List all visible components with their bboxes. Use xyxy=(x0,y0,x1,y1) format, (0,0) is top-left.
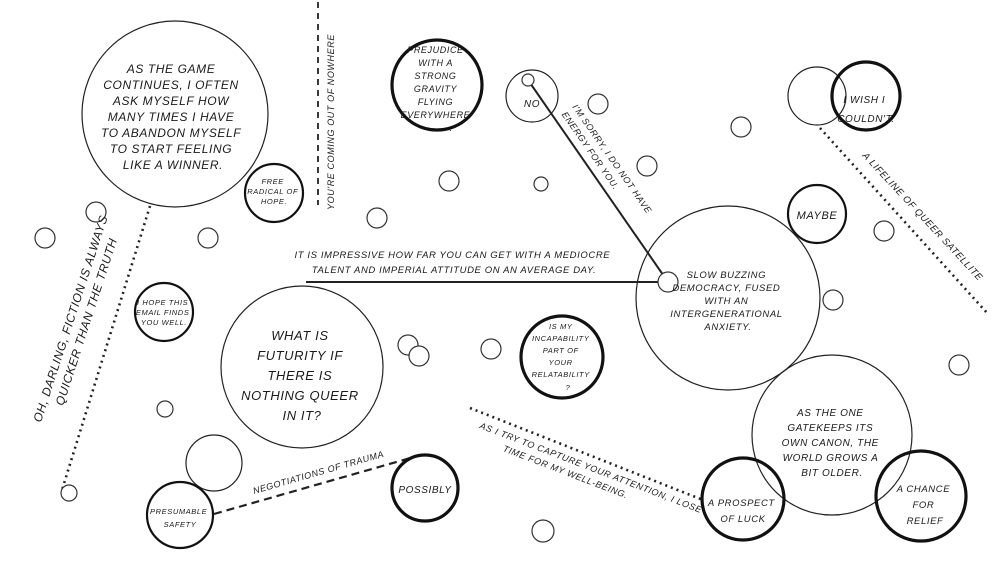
bubble-incapability xyxy=(519,314,605,400)
text-satellite: A LIFELINE OF QUEER SATELLITE xyxy=(859,150,985,284)
bubble-small xyxy=(531,519,555,543)
text-attention: AS I TRY TO CAPTURE YOUR ATTENTION, I LO… xyxy=(473,420,707,528)
bubble-futurity xyxy=(220,285,384,449)
bubble-small xyxy=(60,484,78,502)
trauma-dashed-line xyxy=(213,455,415,516)
bubble-possibly xyxy=(390,453,460,523)
bubble-small xyxy=(438,170,460,192)
bubble-small xyxy=(34,227,56,249)
text-futurity: WHAT IS FUTURITY IF THERE IS NOTHING QUE… xyxy=(241,328,363,423)
text-prejudice: PREJUDICE WITH A STRONG GRAVITY FLYING E… xyxy=(401,45,474,133)
text-wish: I WISH I COULDN'T. xyxy=(837,95,895,125)
text-maybe: MAYBE xyxy=(797,210,838,222)
bubble-small xyxy=(85,201,107,223)
bubble-prejudice xyxy=(390,38,484,132)
bubble-safety xyxy=(145,480,215,550)
bubble-small xyxy=(156,400,174,418)
bubble-relief xyxy=(874,449,968,543)
bubble-free-radical xyxy=(243,162,305,224)
text-nowhere: YOU'RE COMING OUT OF NOWHERE xyxy=(326,34,336,210)
bubble-luck xyxy=(700,456,786,542)
small-bubbles xyxy=(34,66,970,543)
darling-dotted-line xyxy=(60,205,152,491)
bubble-maybe xyxy=(786,183,848,245)
bubble-empty xyxy=(787,66,847,126)
bubble-small xyxy=(730,116,752,138)
bubble-wish xyxy=(830,60,902,132)
bubble-email xyxy=(133,281,195,343)
text-game: AS THE GAME CONTINUES, I OFTEN ASK MYSEL… xyxy=(101,62,245,172)
bubble-empty xyxy=(185,434,243,492)
bubble-small xyxy=(587,93,609,115)
text-impressive: IT IS IMPRESSIVE HOW FAR YOU CAN GET WIT… xyxy=(295,250,614,276)
bubble-game xyxy=(81,20,269,208)
bubble-democracy xyxy=(635,205,821,391)
text-democracy: SLOW BUZZING DEMOCRACY, FUSED WITH AN IN… xyxy=(670,270,786,333)
bubble-small xyxy=(480,338,502,360)
bubble-small xyxy=(636,155,658,177)
bubble-small xyxy=(521,73,535,87)
text-trauma: NEGOTIATIONS OF TRAUMA xyxy=(252,449,385,496)
bubble-small xyxy=(657,271,679,293)
bubble-gatekeeps xyxy=(751,354,913,516)
bubble-no xyxy=(505,69,559,123)
text-relief: A CHANCE FOR RELIEF xyxy=(896,484,954,527)
text-email: I HOPE THIS EMAIL FINDS YOU WELL. xyxy=(136,298,192,327)
text-incapability: IS MY INCAPABILITY PART OF YOUR RELATABI… xyxy=(532,322,593,392)
bubble-small xyxy=(948,354,970,376)
text-safety: PRESUMABLE SAFETY xyxy=(150,507,210,529)
bubble-small xyxy=(366,207,388,229)
bubble-small xyxy=(533,176,549,192)
text-possibly: POSSIBLY xyxy=(398,485,452,496)
text-gatekeeps: AS THE ONE GATEKEEPS ITS OWN CANON, THE … xyxy=(782,408,883,479)
text-luck: A PROSPECT OF LUCK xyxy=(707,498,778,525)
bubble-small xyxy=(822,289,844,311)
text-no: NO xyxy=(524,99,540,110)
bubble-small xyxy=(873,220,895,242)
bubble-small xyxy=(197,227,219,249)
text-free-radical: FREE RADICAL OF HOPE. xyxy=(247,177,300,206)
bubble-small xyxy=(408,345,430,367)
